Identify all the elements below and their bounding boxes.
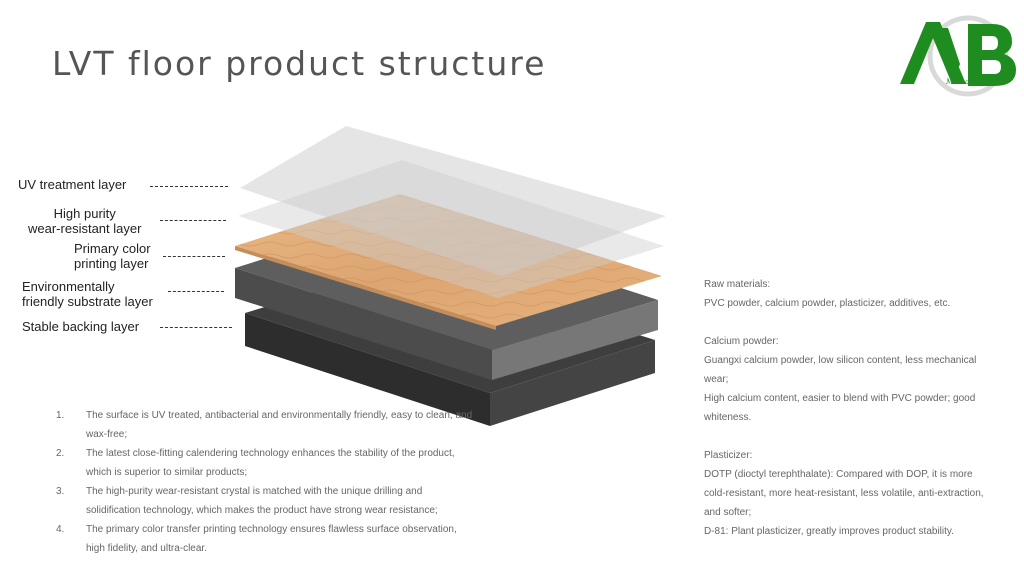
plasticizer-text-1: DOTP (dioctyl terephthalate): Compared w… <box>704 469 984 518</box>
list-text: The surface is UV treated, antibacterial… <box>86 410 473 440</box>
layer-label-wear: High purity wear-resistant layer <box>28 206 142 236</box>
calcium-text-2: High calcium content, easier to blend wi… <box>704 393 976 423</box>
layer-label-uv: UV treatment layer <box>18 177 127 192</box>
layer-stack-illustration <box>235 126 666 426</box>
feature-list: 1. The surface is UV treated, antibacteri… <box>56 406 476 558</box>
list-item: 3. The high-purity wear-resistant crystal… <box>56 482 476 520</box>
list-number: 4. <box>56 524 65 535</box>
uv-layer-shape <box>240 126 666 276</box>
logo-text: Merbau Decorate <box>946 78 1009 86</box>
materials-notes: Raw materials: PVC powder, calcium powde… <box>704 275 989 560</box>
leader-line-wear <box>160 220 226 221</box>
layer-label-substrate: Environmentally friendly substrate layer <box>22 279 153 309</box>
layer-label-backing: Stable backing layer <box>22 319 140 334</box>
raw-materials-text: PVC powder, calcium powder, plasticizer,… <box>704 298 951 309</box>
leader-line-printing <box>163 256 225 257</box>
list-number: 1. <box>56 410 65 421</box>
calcium-block: Calcium powder: Guangxi calcium powder, … <box>704 332 989 427</box>
raw-materials-heading: Raw materials: <box>704 279 771 290</box>
list-text: The primary color transfer printing tech… <box>86 524 457 554</box>
printing-layer-shape <box>235 194 662 330</box>
list-number: 3. <box>56 486 65 497</box>
calcium-heading: Calcium powder: <box>704 336 779 347</box>
layer-label-printing: Primary color printing layer <box>74 241 151 271</box>
plasticizer-block: Plasticizer: DOTP (dioctyl terephthalate… <box>704 446 989 541</box>
list-item: 2. The latest close-fitting calendering t… <box>56 444 476 482</box>
plasticizer-text-2: D-81: Plant plasticizer, greatly improve… <box>704 526 954 537</box>
list-text: The high-purity wear-resistant crystal i… <box>86 486 438 516</box>
leader-line-backing <box>160 327 232 328</box>
list-item: 1. The surface is UV treated, antibacteri… <box>56 406 476 444</box>
list-text: The latest close-fitting calendering tec… <box>86 448 455 478</box>
plasticizer-heading: Plasticizer: <box>704 450 753 461</box>
mb-logo-icon <box>900 15 1016 97</box>
list-number: 2. <box>56 448 65 459</box>
calcium-text-1: Guangxi calcium powder, low silicon cont… <box>704 355 977 385</box>
raw-materials-block: Raw materials: PVC powder, calcium powde… <box>704 275 989 313</box>
leader-line-uv <box>150 186 228 187</box>
page-title: LVT floor product structure <box>52 44 547 83</box>
leader-line-substrate <box>168 291 224 292</box>
list-item: 4. The primary color transfer printing te… <box>56 520 476 558</box>
